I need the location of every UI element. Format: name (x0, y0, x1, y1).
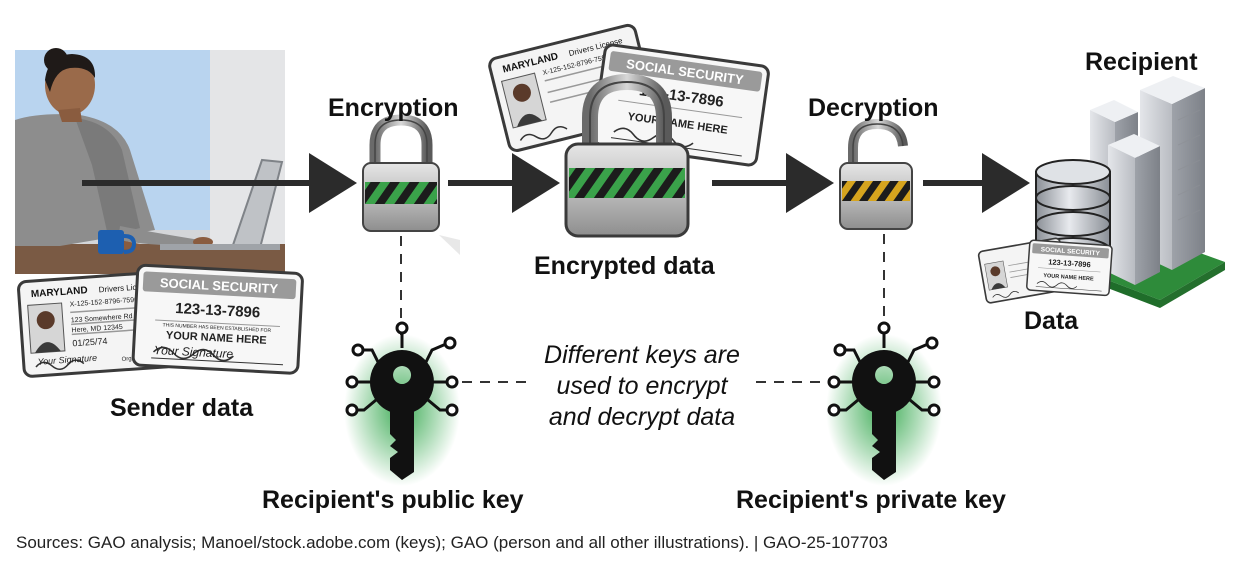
recipient-label: Recipient (1085, 48, 1198, 76)
ssc-signature: Your Signature (154, 343, 234, 361)
ssc-header: SOCIAL SECURITY (160, 275, 279, 296)
keys-note-line-2: used to encrypt (556, 372, 728, 400)
public-key-label: Recipient's public key (262, 486, 524, 514)
recipient-data-cards: SOCIAL SECURITY 123-13-7896 YOUR NAME HE… (977, 236, 1114, 305)
card-address-1: 123 Somewhere Rd (71, 313, 133, 324)
keys-note-line-1: Different keys are (544, 341, 740, 369)
encrypted-data-group: MARYLAND Drivers License X-125-152-8796-… (486, 22, 771, 238)
ssc-number: 123-13-7896 (175, 300, 261, 321)
keys-note: Different keys are used to encrypt and d… (512, 340, 772, 433)
keys-note-line-3: and decrypt data (548, 403, 736, 431)
decryption-lock-icon (839, 118, 913, 230)
decryption-label: Decryption (808, 94, 939, 122)
card-license-number: X-125-152-8796-7596 (69, 297, 138, 309)
data-label: Data (1024, 307, 1079, 335)
ssc-subtext: THIS NUMBER HAS BEEN ESTABLISHED FOR (162, 322, 271, 334)
encryption-label: Encryption (328, 94, 459, 122)
card-address-2: Here, MD 12345 (71, 324, 123, 335)
sender-data-label: Sender data (110, 394, 254, 422)
mug-icon (98, 230, 137, 254)
source-note: Sources: GAO analysis; Manoel/stock.adob… (16, 533, 888, 552)
ssc-name: YOUR NAME HERE (166, 330, 267, 347)
dashed-connectors (400, 234, 885, 383)
card-dob: 01/25/74 (72, 336, 108, 348)
encrypted-data-label: Encrypted data (534, 252, 715, 280)
card-state-text: MARYLAND (31, 285, 88, 300)
encryption-lock-icon (362, 114, 460, 255)
rec-ssc-name: YOUR NAME HERE (1043, 273, 1094, 283)
rec-ssc-header: SOCIAL SECURITY (1041, 246, 1101, 257)
rec-ssc-number: 123-13-7896 (1048, 257, 1091, 269)
card-signature: Your Signature (37, 353, 97, 367)
sender-scene (15, 48, 285, 274)
private-key-icon (826, 321, 942, 486)
big-lock-icon (564, 73, 690, 238)
private-key-label: Recipient's private key (736, 486, 1006, 514)
public-key-icon (344, 321, 460, 486)
sender-data-cards: MARYLAND Drivers License X-125-152-8796-… (16, 263, 305, 379)
